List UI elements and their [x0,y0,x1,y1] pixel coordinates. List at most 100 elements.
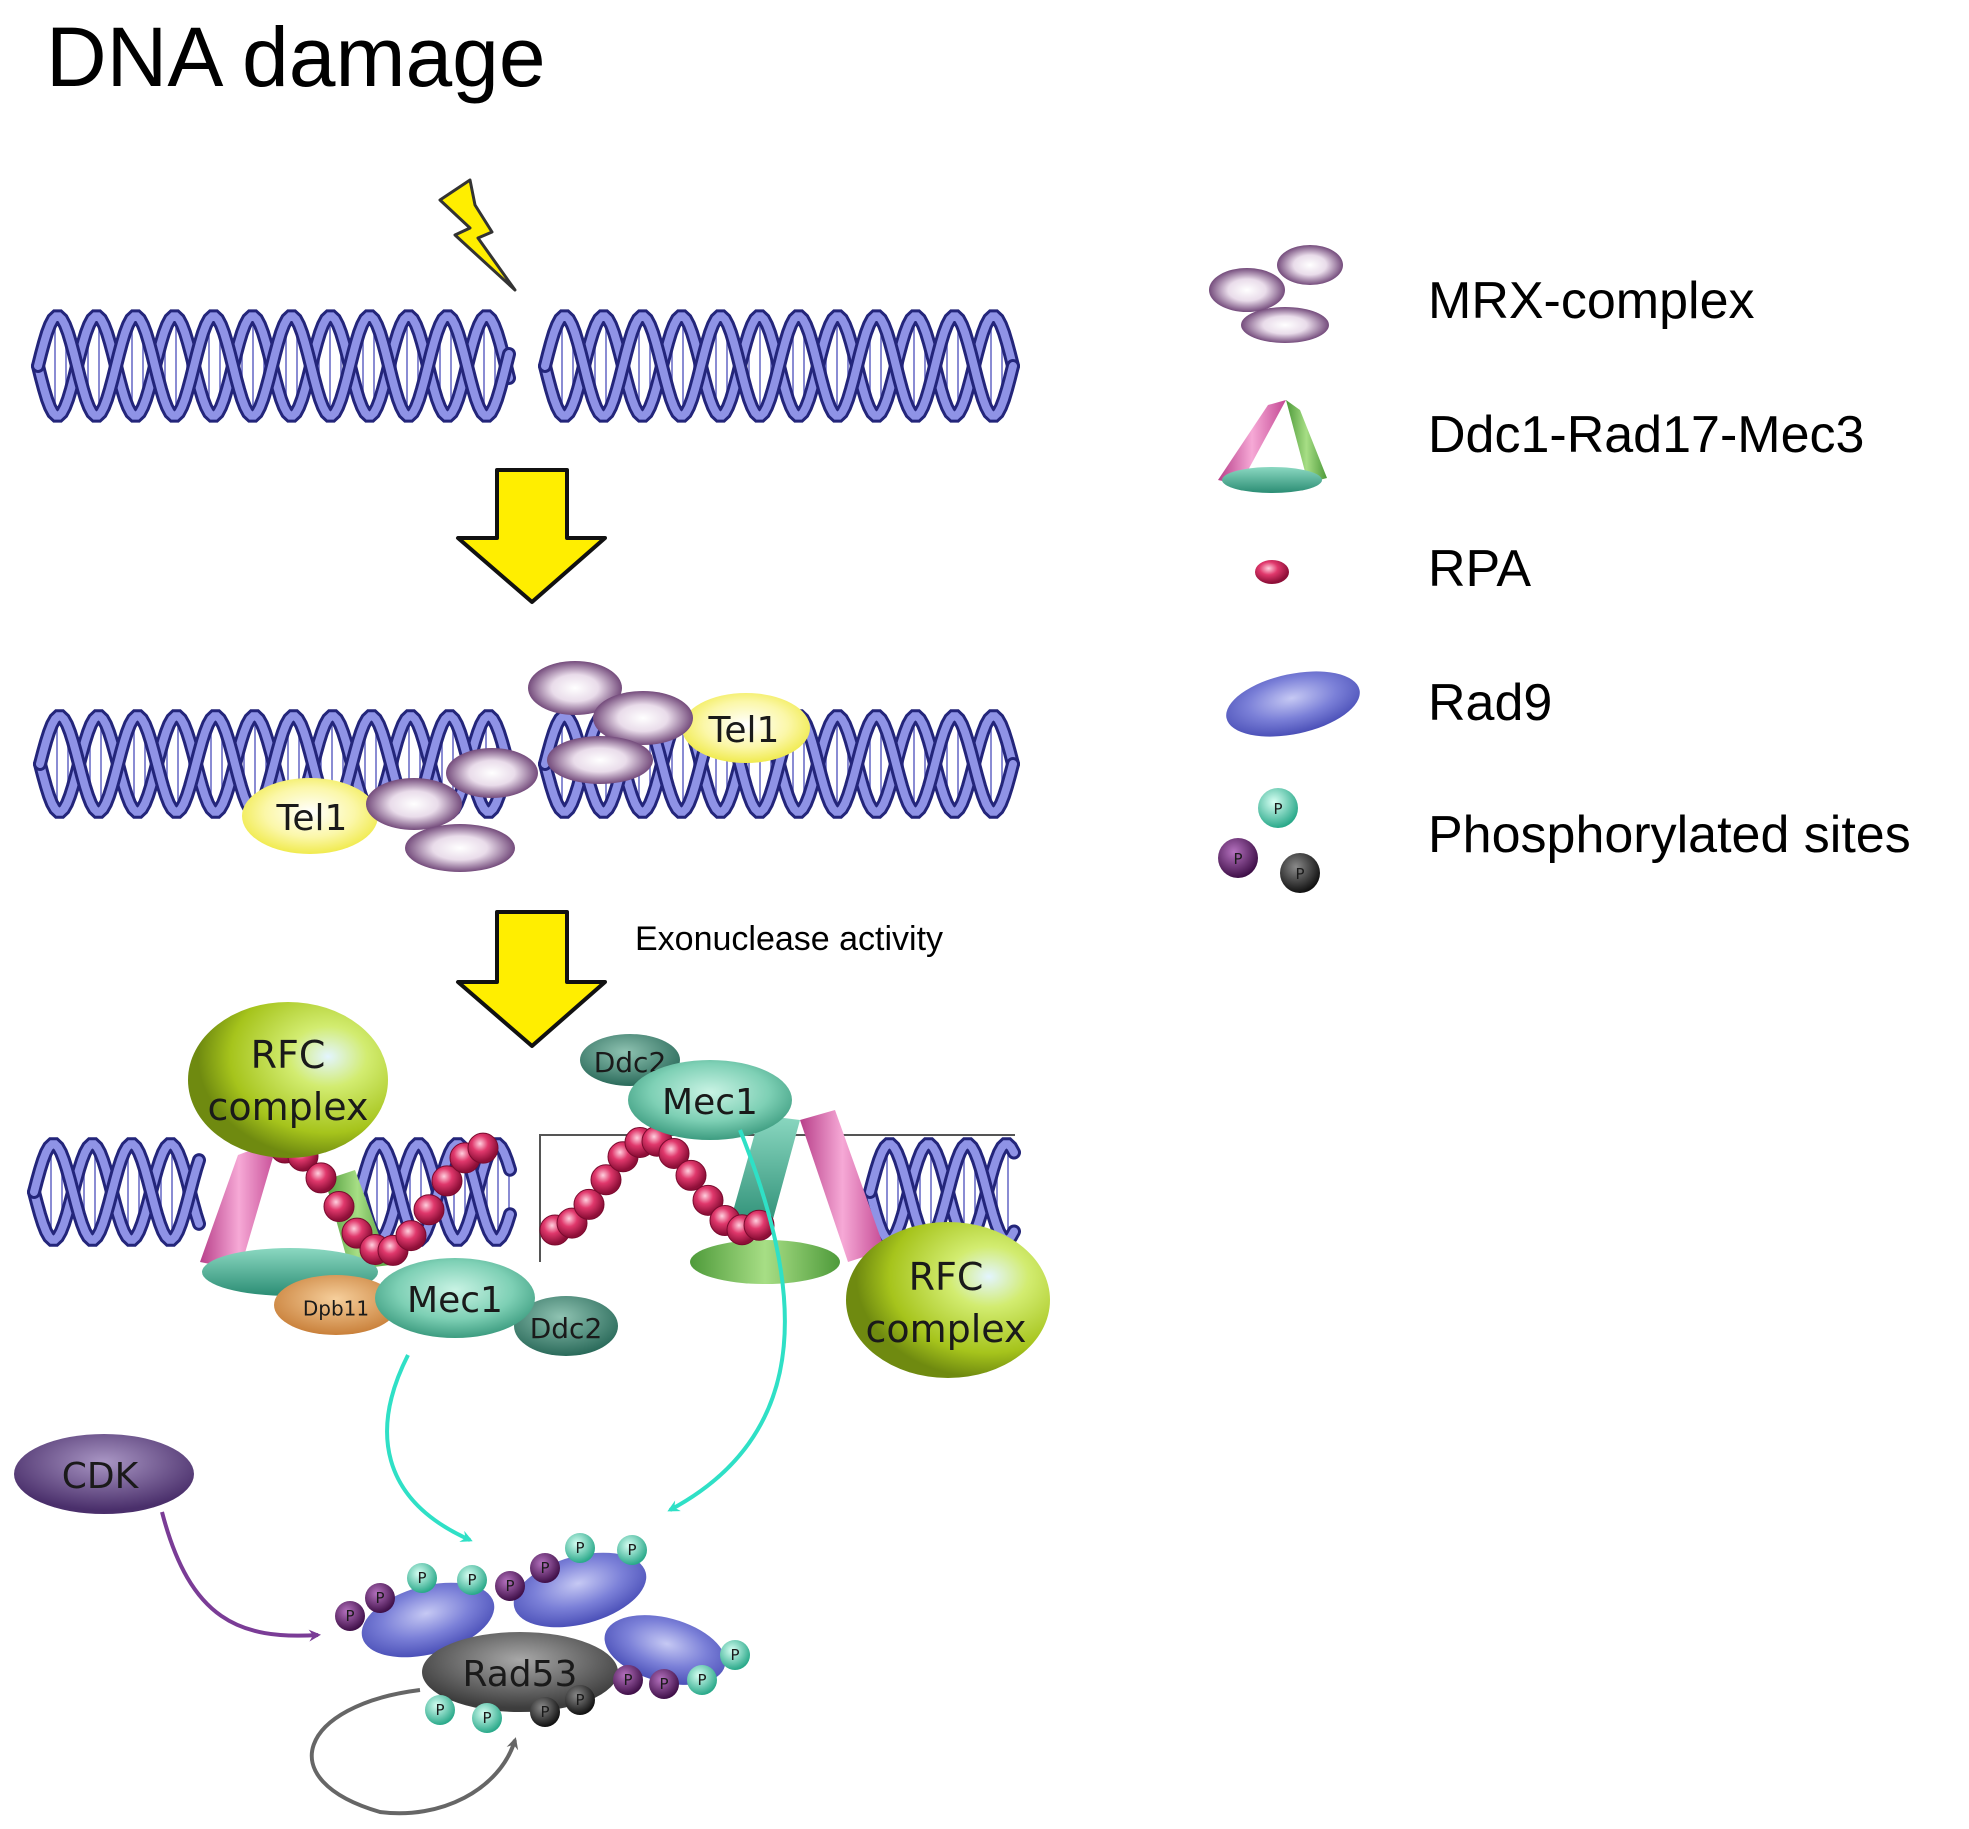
phospho-p-label: P [659,1675,668,1693]
diagram-title: DNA damage [46,10,546,104]
legend-label-ddc1: Ddc1-Rad17-Mec3 [1428,406,1864,464]
legend-p-text: P [1233,850,1242,868]
rad17-subunit-right [730,1115,800,1230]
phospho-site-rad53 [530,1697,560,1727]
rpa-bead [743,1209,775,1241]
ddc2-left [514,1296,618,1356]
dna-strand [36,712,512,816]
down-arrow-2 [456,910,607,1048]
phospho-p-label: P [505,1577,514,1595]
phospho-site-mec1 [457,1565,487,1595]
ddc2-left-label: Ddc2 [530,1312,603,1345]
phospho-p-label: P [697,1671,706,1689]
phospho-site-rad53 [565,1685,595,1715]
phospho-p-label: P [375,1589,384,1607]
phospho-site-mec1 [407,1563,437,1593]
phospho-site-cdk [365,1583,395,1613]
rpa-bead [305,1162,337,1194]
rfc-right-label-line1: RFC [909,1255,984,1299]
phospho-site-cdk [613,1665,643,1695]
phospho-site-mec1 [472,1703,502,1733]
lightning-bolt-icon [438,178,517,292]
dpb11-label: Dpb11 [303,1297,369,1321]
phospho-p-label: P [730,1646,739,1664]
rpa-chain-left [269,1132,499,1266]
dna-strand [30,1140,203,1244]
cdk-label: CDK [62,1456,140,1497]
dna-strand [34,312,513,420]
mec1-left [375,1258,535,1338]
rfc-label-line2: complex [207,1085,368,1129]
rpa-chain-right [539,1125,775,1246]
rad9-subunit [361,1582,495,1658]
phospho-p-label: P [482,1709,491,1727]
exonuclease-activity-label: Exonuclease activity [635,920,943,958]
phospho-p-label: P [627,1541,636,1559]
rpa-icon [1255,560,1289,584]
phospho-site-mec1 [617,1535,647,1565]
rpa-bead [413,1194,445,1226]
mec1-ddc2-left: Ddc2 Dpb11 Mec1 [274,1258,618,1356]
rfc-complex-left: RFC complex [188,1002,388,1158]
mrx-complex-left: Tel1 [242,748,538,872]
dna-strand [866,1140,1018,1244]
mec1-right [628,1060,792,1140]
checkpoint-clamp-right [690,1110,885,1284]
mrx-complex-icon [1209,245,1343,343]
cdk-body [14,1434,194,1514]
phospho-site-cdk [335,1601,365,1631]
legend-label-mrx: MRX-complex [1428,272,1755,330]
phospho-p-label: P [417,1569,426,1587]
rad53-autophosphorylation-arrow [309,1688,519,1816]
legend-label-rpa: RPA [1428,540,1531,598]
rpa-bead [395,1220,427,1252]
rpa-bead [658,1137,690,1169]
dna-double-helix-broken [31,309,1020,423]
legend-p-text: P [1273,800,1282,818]
phospho-p-label: P [467,1571,476,1589]
rpa-bead [323,1191,355,1223]
phospho-site-mec1 [565,1533,595,1563]
legend-label-phospho: Phosphorylated sites [1428,806,1911,864]
phospho-p-label: P [435,1701,444,1719]
phospho-site-cdk [649,1669,679,1699]
tel1-right [682,693,810,763]
dna-strand [30,1140,203,1244]
rpa-bead [467,1132,499,1164]
mrx-subunit [446,748,538,798]
rpa-bead [692,1184,724,1216]
phospho-p-label: P [345,1607,354,1625]
mec1-left-label: Mec1 [407,1280,503,1321]
rpa-bead [573,1188,605,1220]
legend: MRX-complex Ddc1-Rad17-Mec3 RPA Rad9 P P… [1209,245,1911,893]
tel1-left [242,778,378,854]
mrx-subunit [528,661,622,715]
rad53-label: Rad53 [463,1654,578,1695]
mrx-complex-right: Tel1 [528,661,810,784]
rfc-right-label-line2: complex [865,1307,1026,1351]
phosphorylated-sites-icon: P P P [1218,788,1320,893]
dpb11 [274,1275,398,1335]
mec1-right-label: Mec1 [662,1082,758,1123]
rfc-complex-left-body [188,1002,388,1158]
phospho-site-mec1 [425,1695,455,1725]
legend-p-text: P [1295,865,1304,883]
ddc1-rad17-mec3-icon [1218,400,1327,493]
cdk-to-rad9-arrow [160,1511,321,1642]
cdk: CDK [14,1434,194,1514]
mec1-left-to-rad9-arrow [385,1354,473,1542]
dna-strand [541,312,1017,420]
tel1-left-label: Tel1 [276,798,348,839]
ddc1-subunit [200,1140,278,1270]
rpa-bead [590,1164,622,1196]
phospho-p-label: P [540,1559,549,1577]
ddc1-subunit-right [800,1110,885,1262]
legend-label-rad9: Rad9 [1428,674,1552,732]
phospho-site-mec1 [720,1640,750,1670]
phospho-p-label: P [575,1539,584,1557]
tel1-right-label: Tel1 [708,710,780,751]
mec3-subunit-right [690,1240,840,1284]
rfc-label-line1: RFC [251,1033,326,1077]
